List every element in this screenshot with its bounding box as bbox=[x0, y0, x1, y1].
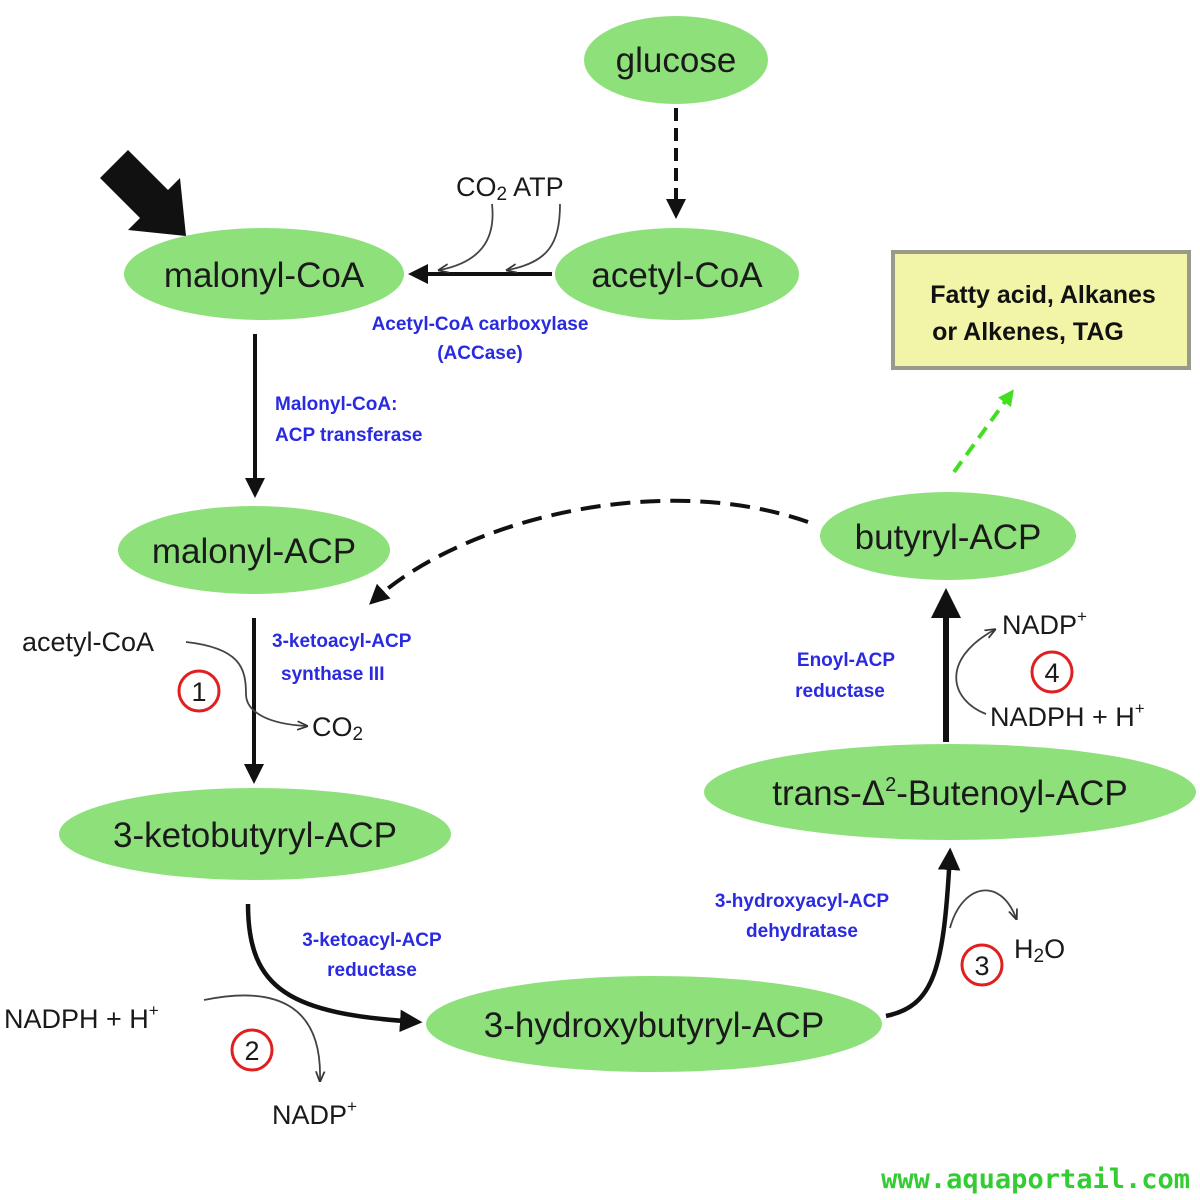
step2-nadp-label: NADP+ bbox=[272, 1097, 357, 1130]
step3-h2o-label: H2O bbox=[1014, 934, 1065, 967]
step2-number: 2 bbox=[244, 1036, 259, 1066]
ketobutyryl-acp-node bbox=[59, 788, 451, 880]
watermark-text: www.aquaportail.com bbox=[881, 1164, 1190, 1195]
acetyl-coa-label: acetyl-CoA bbox=[591, 256, 763, 295]
butyryl-to-products-arrow bbox=[952, 389, 1014, 474]
butyryl-acp-node bbox=[820, 492, 1076, 580]
step4-cofactor-curve bbox=[955, 630, 994, 715]
step4-nadp-label: NADP+ bbox=[1002, 607, 1087, 640]
step2-nadph-label: NADPH + H+ bbox=[4, 1001, 159, 1034]
glucose-node bbox=[584, 16, 768, 104]
highlight-pointer-arrow bbox=[100, 150, 186, 236]
enoyl-label-line1: Enoyl-ACP bbox=[797, 650, 896, 671]
ketobutyryl-acp-label: 3-ketobutyryl-ACP bbox=[113, 816, 397, 855]
product-box-line1: Fatty acid, Alkanes bbox=[930, 281, 1156, 309]
product-box bbox=[891, 250, 1191, 370]
malonyl-coa-node bbox=[124, 228, 404, 320]
atp-input-curve bbox=[508, 203, 561, 270]
step2-arrow bbox=[245, 903, 423, 1033]
accase-label-line2: (ACCase) bbox=[437, 343, 523, 364]
kas3-label-line1: 3-ketoacyl-ACP bbox=[272, 631, 412, 652]
step1-number: 1 bbox=[191, 677, 206, 707]
kar-label-line1: 3-ketoacyl-ACP bbox=[302, 930, 442, 951]
step3-number: 3 bbox=[974, 951, 989, 981]
product-box-line2: or Alkenes, TAG bbox=[932, 318, 1124, 346]
transferase-label-line2: ACP transferase bbox=[275, 425, 423, 446]
malonyl-coa-label: malonyl-CoA bbox=[164, 256, 365, 295]
hydroxybutyryl-acp-node bbox=[426, 976, 882, 1072]
transferase-label-line1: Malonyl-CoA: bbox=[275, 394, 397, 415]
dehydratase-label-line2: dehydratase bbox=[746, 921, 858, 942]
acetyl-coa-node bbox=[555, 228, 799, 320]
co2-input-curve bbox=[440, 203, 494, 270]
malonyl-acp-label: malonyl-ACP bbox=[152, 532, 356, 571]
kar-label-line2: reductase bbox=[327, 960, 417, 981]
accase-label-line1: Acetyl-CoA carboxylase bbox=[372, 314, 589, 335]
step1-acetyl-coa-label: acetyl-CoA bbox=[22, 627, 154, 657]
step4-number: 4 bbox=[1044, 658, 1059, 688]
malonyl-acp-node bbox=[118, 506, 390, 594]
step3-circle bbox=[960, 943, 1004, 987]
butenoyl-acp-node bbox=[704, 744, 1196, 840]
butenoyl-acp-label: trans-Δ2-Butenoyl-ACP bbox=[772, 774, 1127, 813]
step4-circle bbox=[1030, 650, 1074, 694]
kas3-label-line2: synthase III bbox=[281, 664, 385, 685]
step1-acetyl-coa-curve bbox=[185, 641, 306, 726]
step3-h2o-curve bbox=[949, 889, 1016, 929]
co2-atp-label: CO2 ATP bbox=[456, 172, 564, 205]
enoyl-label-line2: reductase bbox=[795, 681, 885, 702]
glucose-label: glucose bbox=[616, 41, 737, 80]
step3-arrow bbox=[885, 847, 961, 1019]
step1-co2-label: CO2 bbox=[312, 712, 363, 745]
step1-circle bbox=[177, 669, 221, 713]
step2-circle bbox=[230, 1028, 274, 1072]
butyryl-acp-label: butyryl-ACP bbox=[855, 518, 1042, 557]
dehydratase-label-line1: 3-hydroxyacyl-ACP bbox=[715, 891, 890, 912]
step2-nadph-curve bbox=[203, 994, 320, 1080]
hydroxybutyryl-acp-label: 3-hydroxybutyryl-ACP bbox=[484, 1006, 824, 1045]
butyryl-to-malonyl-acp-recycle-arrow bbox=[369, 498, 809, 605]
step4-nadph-label: NADPH + H+ bbox=[990, 699, 1145, 732]
